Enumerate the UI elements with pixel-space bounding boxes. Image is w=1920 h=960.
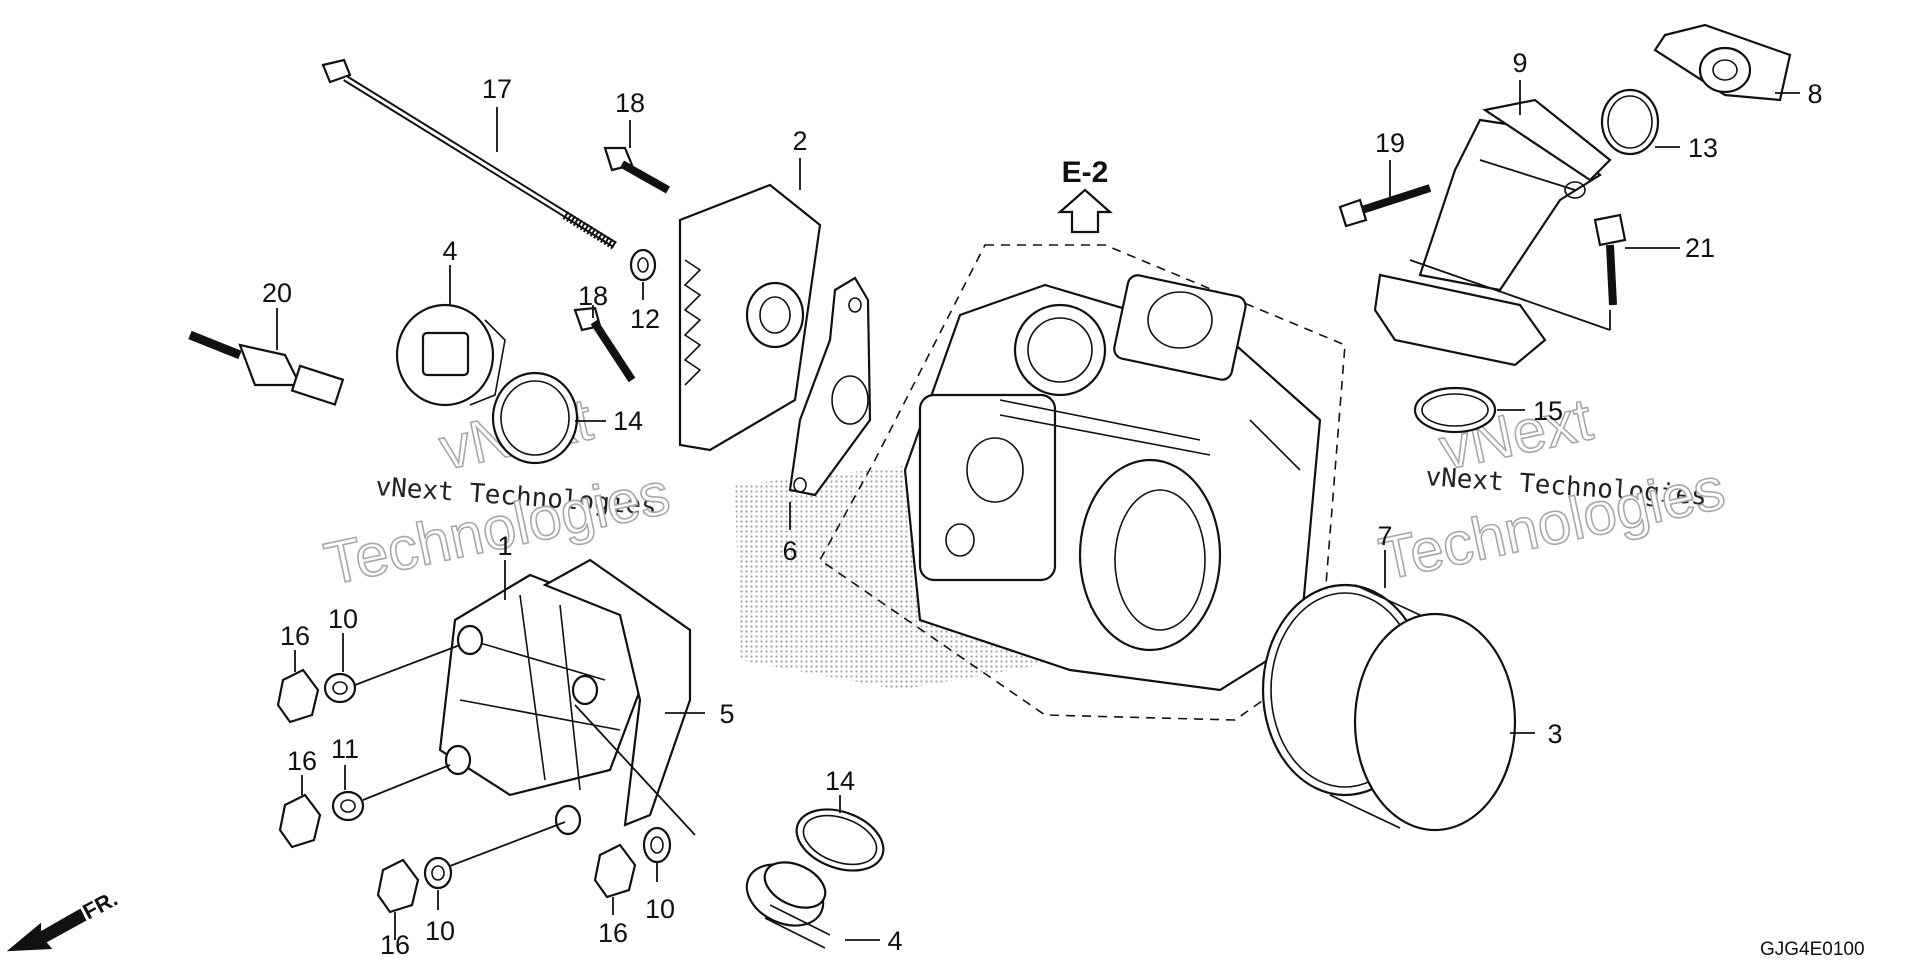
callout-14-top: 14	[613, 406, 643, 436]
callout-4-bottom: 4	[887, 926, 902, 956]
callout-18-top: 18	[615, 88, 645, 118]
bolt-18-mid	[573, 306, 636, 383]
cylinder-head	[903, 274, 1322, 692]
callout-19: 19	[1375, 128, 1405, 158]
callout-17: 17	[482, 74, 512, 104]
callout-7: 7	[1377, 521, 1392, 551]
head-cover-1	[438, 573, 642, 836]
cover-3	[1261, 583, 1517, 832]
callout-16-b: 16	[287, 746, 317, 776]
plug-4-bottom	[745, 861, 831, 949]
cam-chain-tensioner-2	[678, 183, 822, 452]
nut-16-b	[278, 793, 322, 849]
callout-21: 21	[1685, 233, 1715, 263]
bolt-19	[1338, 184, 1432, 228]
callout-16-c: 16	[598, 918, 628, 948]
callout-10-a: 10	[328, 604, 358, 634]
washer-12	[629, 248, 657, 282]
nut-16-a	[276, 668, 320, 724]
callout-18-mid: 18	[578, 281, 608, 311]
callout-10-c: 10	[425, 916, 455, 946]
washer-11	[331, 790, 365, 822]
washer-10-b	[423, 856, 453, 890]
gasket-5	[542, 558, 692, 827]
callout-10-b: 10	[645, 894, 675, 924]
reference-label: E-2	[1062, 156, 1109, 189]
o-ring-13	[1600, 88, 1660, 156]
callout-13: 13	[1688, 133, 1718, 163]
callout-2: 2	[792, 126, 807, 156]
callout-15: 15	[1533, 396, 1563, 426]
diagram-code: GJG4E0100	[1760, 939, 1865, 960]
o-ring-15	[1413, 386, 1497, 434]
callout-5: 5	[719, 699, 734, 729]
washer-10-c	[642, 826, 672, 864]
washer-10-a	[323, 672, 357, 704]
callout-12: 12	[630, 304, 660, 334]
o-ring-14-bottom	[795, 808, 885, 872]
assembly-outline	[818, 244, 1346, 721]
callout-20: 20	[262, 278, 292, 308]
callout-8: 8	[1807, 79, 1822, 109]
o-ring-14-top	[491, 371, 579, 465]
nut-16-d	[593, 843, 637, 899]
front-arrow-icon	[6, 908, 87, 952]
callout-14-bottom: 14	[825, 766, 855, 796]
callout-6: 6	[782, 536, 797, 566]
callout-3: 3	[1547, 719, 1562, 749]
bolt-21	[1593, 213, 1627, 306]
insulator-9	[1373, 98, 1612, 367]
callout-16-d: 16	[380, 930, 410, 960]
callout-4-top: 4	[442, 236, 457, 266]
reference-arrow	[1057, 188, 1113, 234]
gasket-6	[788, 276, 872, 497]
spark-plug-20	[188, 330, 345, 406]
callout-numbers: 17 18 18 12 2 9 8 13 19 21 20 4 14 15 6 …	[262, 48, 1823, 960]
plug-cap-4-top	[395, 303, 506, 407]
stud-bolt-17	[321, 58, 618, 250]
callout-11: 11	[331, 734, 359, 764]
nut-16-c	[376, 858, 420, 914]
callout-9: 9	[1512, 48, 1527, 78]
callout-1: 1	[497, 531, 512, 561]
callout-16-a: 16	[280, 621, 310, 651]
bolt-18-top	[603, 146, 670, 194]
joint-8	[1653, 23, 1792, 102]
